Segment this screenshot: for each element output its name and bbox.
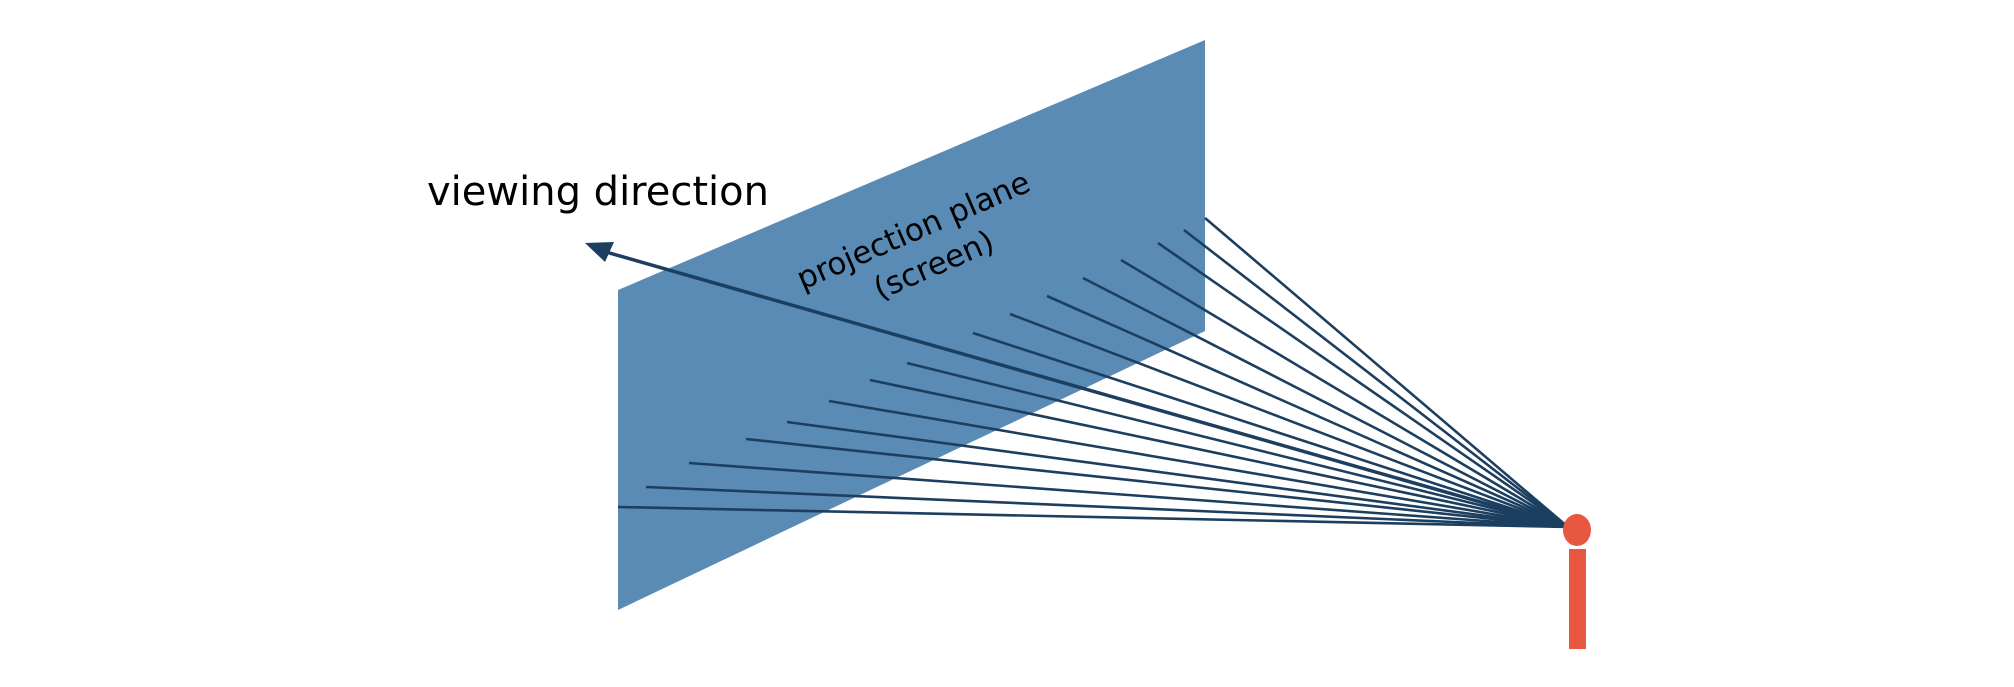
viewer-body [1569, 549, 1586, 649]
projection-ray [786, 420, 1569, 529]
projection-ray [1046, 294, 1569, 529]
projection-ray [688, 461, 1569, 529]
viewing-direction-arrow [585, 242, 1569, 529]
projection-ray [906, 361, 1569, 529]
projection-ray [828, 399, 1569, 529]
projection-ray [972, 331, 1569, 529]
viewer-figure [1563, 514, 1591, 649]
projection-ray [1204, 217, 1569, 528]
projection-ray [1082, 276, 1569, 529]
projection-ray [1120, 258, 1569, 529]
projection-ray [645, 485, 1569, 529]
projection-rays [617, 217, 1569, 529]
arrow-shaft [605, 250, 1569, 529]
viewer-head [1563, 514, 1591, 546]
projection-ray [1009, 312, 1569, 529]
arrow-icon [585, 242, 614, 262]
projection-plane [618, 40, 1205, 610]
projection-ray [869, 378, 1569, 529]
projection-ray [745, 437, 1569, 529]
projection-ray [617, 505, 1569, 529]
projection-ray [1157, 241, 1569, 529]
projection-ray [1183, 228, 1569, 529]
viewing-direction-label: viewing direction [427, 169, 769, 215]
